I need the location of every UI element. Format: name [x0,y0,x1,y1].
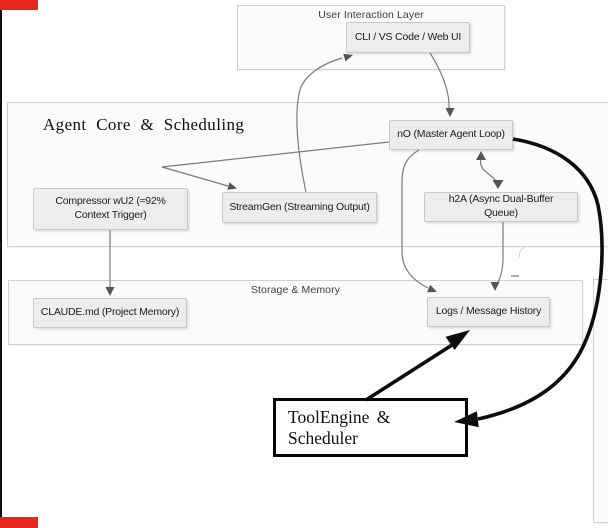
faint-dash-artifact [511,275,519,277]
edge-toolengine-to-logs [365,343,453,402]
node-compressor: Compressor wU2 (≈92% Context Trigger) [33,188,188,230]
node-logs-history: Logs / Message History [427,297,550,327]
agent-core-title: Agent Core & Scheduling [43,115,245,134]
tool-engine-label: ToolEngine & Scheduler [288,406,391,448]
partial-right-container [593,279,608,523]
left-frame-line [0,0,2,528]
node-tool-engine: ToolEngine & Scheduler [273,398,468,457]
storage-memory-label: Storage & Memory [250,284,341,296]
node-streamgen: StreamGen (Streaming Output) [222,192,377,223]
red-marker-top-left [0,0,38,10]
node-cli-vscode-webui: CLI / VS Code / Web UI [346,22,470,53]
faint-corner-artifact [519,246,608,257]
red-marker-bottom-left [0,517,38,528]
node-master-agent-loop: nO (Master Agent Loop) [389,120,513,150]
node-claude-md: CLAUDE.md (Project Memory) [33,298,187,328]
node-h2a-queue: h2A (Async Dual-Buffer Queue) [424,192,578,222]
user-interaction-layer-label: User Interaction Layer [318,9,424,21]
